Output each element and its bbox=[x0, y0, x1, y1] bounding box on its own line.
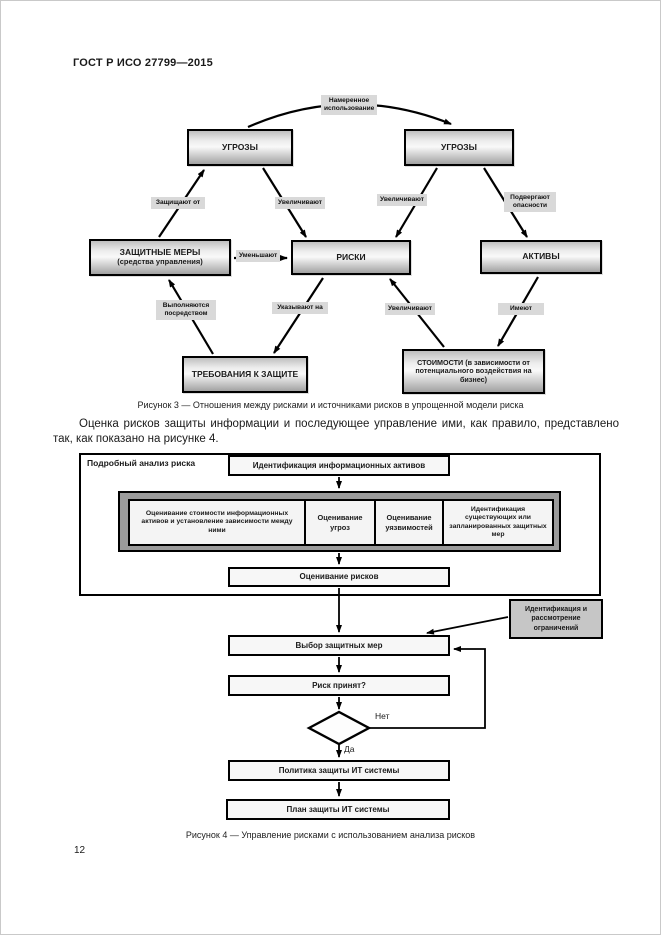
decision-yes-label: Да bbox=[344, 744, 355, 754]
select-safeguards-label: Выбор защитных мер bbox=[295, 640, 383, 650]
safeguards-label: ЗАЩИТНЫЕ МЕРЫ bbox=[119, 247, 201, 258]
it-security-plan-box: План защиты ИТ системы bbox=[226, 799, 450, 820]
constraints-box: Идентификация и рассмотрение ограничений bbox=[509, 599, 603, 639]
detailed-analysis-frame-label: Подробный анализ риска bbox=[87, 458, 196, 468]
risk-accepted-box: Риск принят? bbox=[228, 675, 450, 696]
connector-endanger: Подвергают опасности bbox=[504, 192, 556, 213]
decision-no-label: Нет bbox=[375, 711, 390, 721]
risks-label: РИСКИ bbox=[336, 251, 366, 262]
identify-safeguards-box: Идентификация существующих или запланиро… bbox=[442, 499, 554, 546]
figure4-caption: Рисунок 4 — Управление рисками с использ… bbox=[185, 830, 476, 840]
assets-box: АКТИВЫ bbox=[480, 240, 602, 274]
threats-left-box: УГРОЗЫ bbox=[187, 129, 293, 166]
connector-protect-against: Защищают от bbox=[151, 197, 205, 210]
assess-vulnerabilities-label: Оценивание уязвимостей bbox=[385, 513, 433, 532]
assess-risks-label: Оценивание рисков bbox=[299, 572, 379, 581]
identify-safeguards-label: Идентификация существующих или запланиро… bbox=[449, 505, 547, 538]
figure4-arrows bbox=[336, 477, 509, 797]
body-paragraph: Оценка рисков защиты информации и послед… bbox=[53, 418, 619, 445]
page-number: 12 bbox=[74, 845, 86, 856]
risk-accepted-label: Риск принят? bbox=[312, 680, 366, 690]
it-security-plan-label: План защиты ИТ системы bbox=[286, 804, 390, 814]
assessment-cells: Оценивание стоимости информационных акти… bbox=[128, 499, 554, 546]
threats-right-label: УГРОЗЫ bbox=[441, 141, 477, 152]
protection-requirements-label: ТРЕБОВАНИЯ К ЗАЩИТЕ bbox=[191, 368, 299, 379]
identify-assets-label: Идентификация информационных активов bbox=[252, 460, 426, 470]
connector-increase-left: Увеличивают bbox=[275, 197, 325, 210]
values-box: СТОИМОСТИ (в зависимости от потенциально… bbox=[402, 349, 545, 394]
it-security-policy-box: Политика защиты ИТ системы bbox=[228, 760, 450, 781]
values-label: СТОИМОСТИ (в зависимости от потенциально… bbox=[415, 358, 532, 384]
assess-threats-box: Оценивание угроз bbox=[304, 499, 376, 546]
assess-value-label: Оценивание стоимости информационных акти… bbox=[141, 509, 293, 534]
assess-risks-box: Оценивание рисков bbox=[228, 567, 450, 587]
safeguards-box: ЗАЩИТНЫЕ МЕРЫ (средства управления) bbox=[89, 239, 231, 276]
assess-value-box: Оценивание стоимости информационных акти… bbox=[128, 499, 306, 546]
protection-requirements-box: ТРЕБОВАНИЯ К ЗАЩИТЕ bbox=[182, 356, 308, 393]
constraints-label: Идентификация и рассмотрение ограничений bbox=[524, 606, 588, 632]
connector-wilful-exploitation: Намеренное использование bbox=[321, 95, 377, 116]
assessment-panel: Оценивание стоимости информационных акти… bbox=[118, 491, 561, 552]
threats-left-label: УГРОЗЫ bbox=[222, 141, 258, 152]
connector-have: Имеют bbox=[498, 303, 544, 316]
document-header: ГОСТ Р ИСО 27799—2015 bbox=[73, 57, 213, 69]
connector-increase-values: Увеличивают bbox=[385, 303, 435, 316]
identify-assets-box: Идентификация информационных активов bbox=[228, 455, 450, 476]
it-security-policy-label: Политика защиты ИТ системы bbox=[278, 765, 400, 775]
select-safeguards-box: Выбор защитных мер bbox=[228, 635, 450, 656]
threats-right-box: УГРОЗЫ bbox=[404, 129, 514, 166]
risks-box: РИСКИ bbox=[291, 240, 411, 275]
assess-threats-label: Оценивание угроз bbox=[317, 513, 363, 532]
connector-indicate: Указывают на bbox=[272, 302, 328, 315]
safeguards-sublabel: (средства управления) bbox=[117, 257, 203, 267]
connector-met-by: Выполняются посредством bbox=[156, 300, 216, 321]
connector-increase-right: Увеличивают bbox=[377, 194, 427, 207]
figure3-caption: Рисунок 3 — Отношения между рисками и ис… bbox=[137, 400, 524, 410]
assess-vulnerabilities-box: Оценивание уязвимостей bbox=[374, 499, 444, 546]
decision-diamond bbox=[306, 710, 372, 746]
assets-label: АКТИВЫ bbox=[522, 251, 560, 262]
connector-reduce: Уменьшают bbox=[236, 250, 280, 263]
